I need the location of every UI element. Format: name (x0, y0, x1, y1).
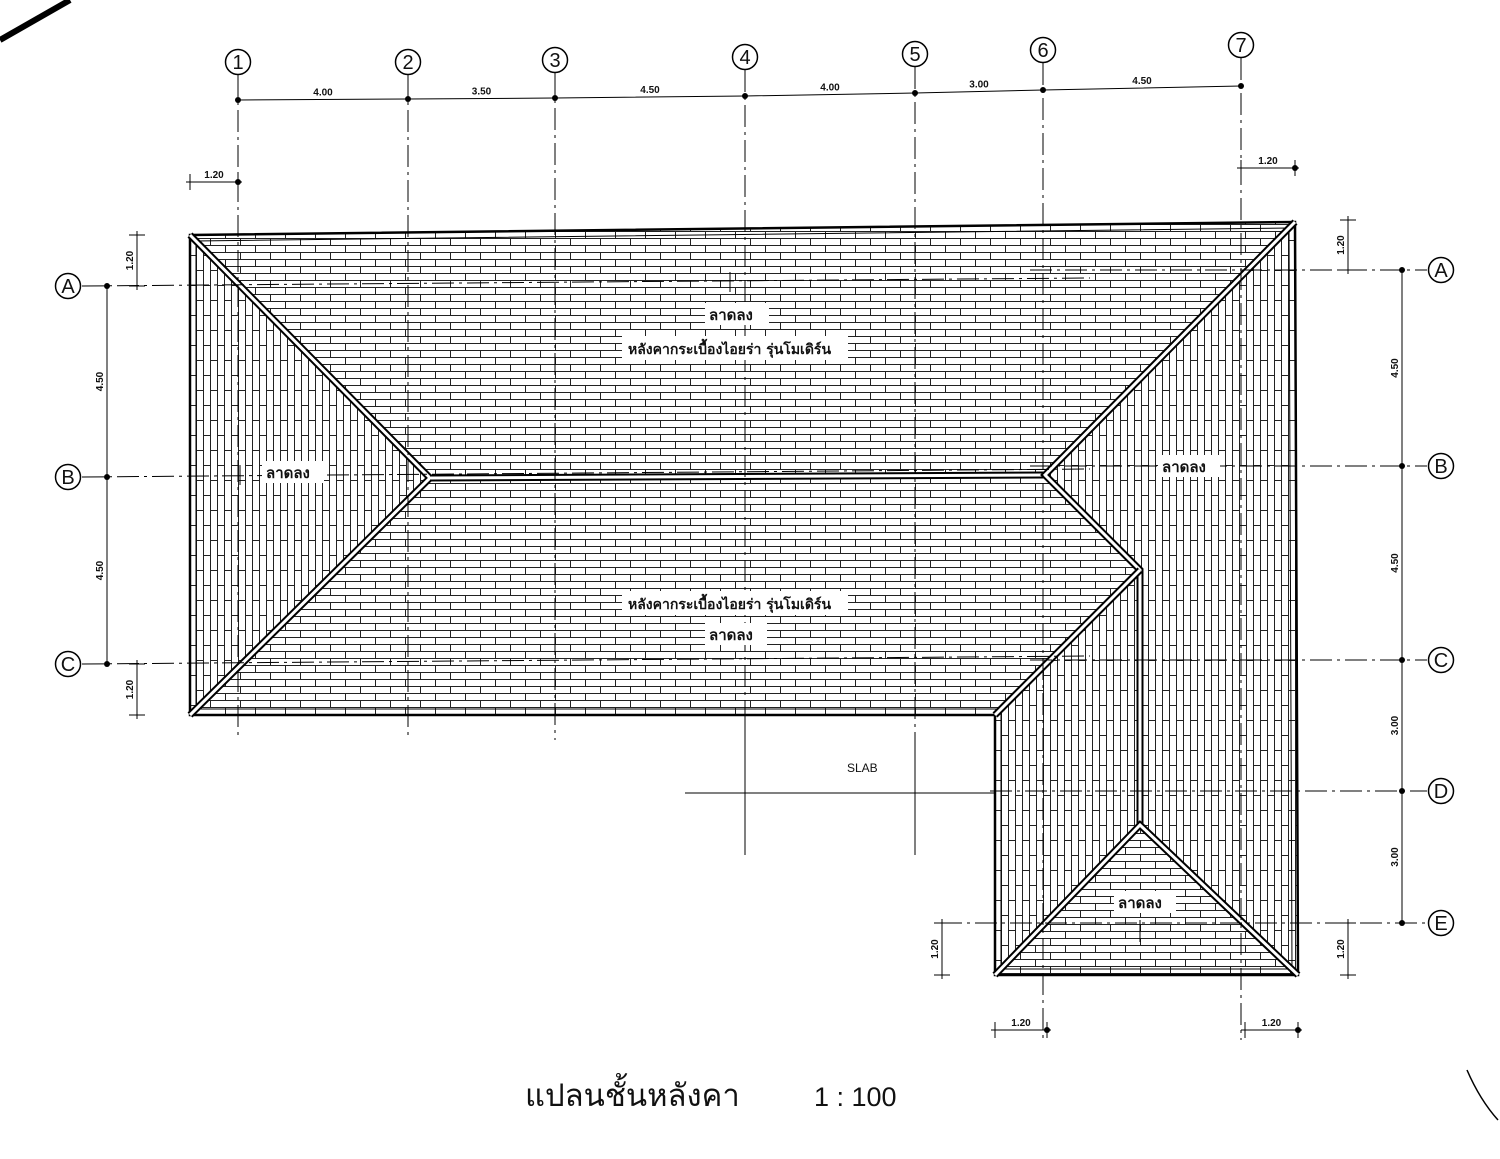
dim-row-spacing-left: 4.50 (95, 371, 106, 391)
dim-overhang-label: 1.20 (1011, 1018, 1031, 1029)
dim-overhang-node (1292, 165, 1298, 171)
dim-col-spacing: 4.00 (820, 83, 840, 94)
grid-bubble-col-6 (1029, 36, 1057, 64)
grid-bubble-row-D-right (1427, 777, 1455, 805)
grid-bubbles: 1 2 3 4 5 6 7A A B B C C D E (54, 31, 1455, 937)
grid-line-row-C-left (81, 655, 1091, 665)
grid-bubble-col-2 (394, 48, 422, 76)
grid-bubble-row-C-left (54, 650, 82, 678)
grid-label-row-C-right: C (1434, 650, 1448, 672)
grid-label-row-B-right: B (1434, 456, 1447, 478)
grid-label-col-2: 2 (402, 52, 413, 74)
grid-bubble-row-B-left (54, 463, 82, 491)
grid-label-row-E-right: E (1434, 913, 1447, 935)
dim-overhang-node (235, 179, 241, 185)
slope-label-top: ลาดลง (709, 306, 753, 324)
dim-col-spacing: 4.50 (640, 85, 660, 96)
grid-label-col-4: 4 (739, 47, 750, 69)
dim-overhang-label: 1.20 (1258, 156, 1278, 167)
corner-mark-top-left (0, 0, 72, 43)
slab-label: SLAB (847, 761, 878, 775)
grid-label-col-6: 6 (1037, 40, 1048, 62)
roof-note-top: หลังคากระเบื้องไอยร่า รุ่นโมเดิร์น (628, 338, 831, 358)
dim-col-spacing: 3.50 (472, 87, 492, 98)
dim-overhang-label: 1.20 (204, 170, 224, 181)
corner-mark-bottom-right (1466, 1069, 1499, 1121)
grid-label-row-D-right: D (1434, 781, 1448, 803)
dim-overhang-label: 1.20 (1336, 939, 1347, 959)
grid-bubble-col-7 (1227, 31, 1255, 59)
dim-overhang-node (1044, 1027, 1050, 1033)
roof-face-east (1045, 222, 1298, 975)
grid-bubble-col-1 (224, 48, 252, 76)
dim-row-spacing-right: 3.00 (1390, 715, 1401, 735)
grid-bubble-col-4 (731, 43, 759, 71)
grid-bubble-row-B-right (1427, 452, 1455, 480)
grid-label-row-A-left: A (61, 276, 75, 298)
slope-label-east: ลาดลง (1162, 458, 1206, 476)
grid-bubble-col-3 (541, 46, 569, 74)
grid-label-row-A-right: A (1434, 260, 1448, 282)
dim-overhang-label: 1.20 (930, 939, 941, 959)
roof-note-bottom: หลังคากระเบื้องไอยร่า รุ่นโมเดิร์น (628, 593, 831, 613)
slope-label-wing: ลาดลง (1118, 894, 1162, 912)
grid-line-row-B-left (81, 468, 1091, 478)
grid-line-row-A-left (81, 277, 1091, 287)
dim-row-spacing-right: 3.00 (1390, 847, 1401, 867)
dim-overhang-label: 1.20 (1262, 1018, 1282, 1029)
roof-face-wing-west (995, 570, 1140, 975)
drawing-title: แปลนชั้นหลังคา (525, 1073, 740, 1114)
slope-label-left: ลาดลง (266, 464, 310, 482)
grid-bubble-row-A-right (1427, 256, 1455, 284)
grid-bubble-col-5 (901, 40, 929, 68)
dim-col-spacing: 3.00 (969, 80, 989, 91)
dim-row-spacing-right: 4.50 (1390, 358, 1401, 378)
grid-label-row-C-left: C (61, 654, 75, 676)
grid-label-col-5: 5 (909, 44, 920, 66)
dim-overhang-label: 1.20 (125, 250, 136, 270)
roof-faces (190, 222, 1298, 975)
grid-bubble-row-A-left (54, 272, 82, 300)
slope-label-south: ลาดลง (709, 626, 753, 644)
dim-overhang-label: 1.20 (125, 679, 136, 699)
grid-label-col-7: 7 (1235, 35, 1246, 57)
grid-label-col-1: 1 (232, 52, 243, 74)
grid-bubble-row-E-right (1427, 909, 1455, 937)
grid-label-col-3: 3 (549, 50, 560, 72)
dim-line-top (237, 85, 1242, 101)
dim-col-spacing: 4.50 (1132, 76, 1152, 87)
dim-col-spacing: 4.00 (313, 88, 333, 99)
dim-row-spacing-right: 4.50 (1390, 553, 1401, 573)
grid-label-row-B-left: B (61, 467, 74, 489)
dim-row-spacing-left: 4.50 (95, 560, 106, 580)
dim-overhang-node (1295, 1027, 1301, 1033)
slab-outline (685, 715, 995, 855)
grid-bubble-row-C-right (1427, 646, 1455, 674)
drawing-scale: 1 : 100 (814, 1082, 897, 1112)
dimension-lines: 4.00 3.50 4.50 4.00 3.00 4.50 4.50 4.50 4.50 4.50… (95, 76, 1405, 1038)
dim-overhang-label: 1.20 (1336, 235, 1347, 255)
grid-lines (81, 58, 1427, 1040)
